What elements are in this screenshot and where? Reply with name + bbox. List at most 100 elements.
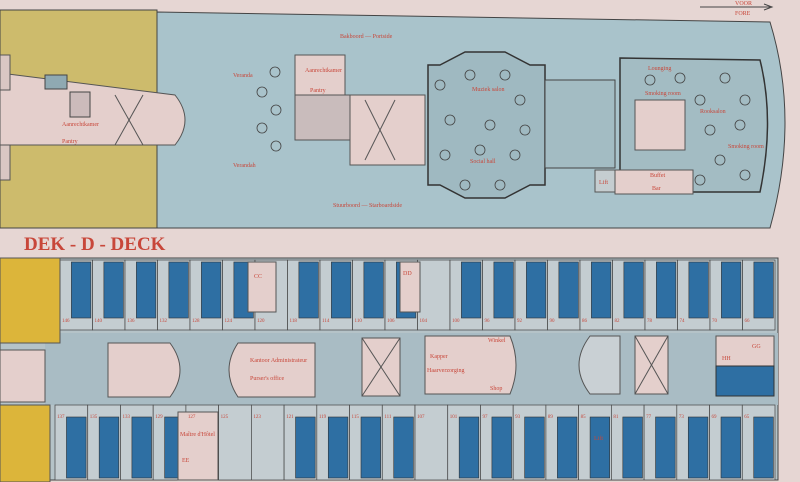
purser-nl-label: Kantoor Administrateur — [250, 358, 307, 364]
cabin-number: 140 — [95, 319, 103, 324]
yellow-cabins — [0, 404, 51, 482]
cabin-number: 135 — [90, 415, 98, 420]
cabin-number: 104 — [420, 319, 428, 324]
cabin-blue-fill — [688, 261, 709, 319]
buffet-label: Buffet — [650, 172, 666, 179]
hatch — [107, 342, 181, 398]
cabin-number: 66 — [745, 319, 751, 324]
upper-deck: Bakboord — Portside Stuurboord — Starboa… — [0, 1, 786, 229]
cabin-blue-fill — [298, 261, 319, 319]
corridor — [349, 94, 426, 166]
lift-label: Lift — [599, 179, 608, 186]
cabin-number: 73 — [679, 415, 685, 420]
stairs — [44, 74, 68, 90]
stair-hall — [578, 335, 621, 395]
table — [644, 74, 656, 86]
cabin-number: 74 — [680, 319, 686, 324]
cabin-number: 125 — [221, 415, 229, 420]
table — [474, 144, 486, 156]
table — [509, 149, 521, 161]
cabin-number: 81 — [613, 415, 619, 420]
table — [714, 154, 726, 166]
table — [444, 114, 456, 126]
stairs — [69, 91, 91, 118]
cabin-number: 97 — [482, 415, 488, 420]
maitre-room — [177, 411, 219, 481]
fore-dutch: VOOR — [735, 1, 752, 7]
cabin-number: 65 — [744, 415, 750, 420]
cabin-blue-fill — [131, 416, 152, 479]
purser-en-label: Purser's office — [250, 375, 284, 382]
cabin-number: 146 — [62, 319, 70, 324]
cabin — [0, 54, 11, 91]
pantry-aft-en: Pantry — [62, 139, 78, 145]
cabin-number: 120 — [257, 319, 265, 324]
cabin — [251, 404, 285, 481]
cabin-blue-fill — [331, 261, 352, 319]
table — [464, 69, 476, 81]
stair-hall — [544, 79, 616, 169]
fore-english: FORE — [735, 11, 751, 17]
cabin-number: 70 — [712, 319, 718, 324]
music-salon — [427, 51, 546, 199]
cabin-number: 133 — [122, 415, 130, 420]
cabin-blue-fill — [591, 261, 612, 319]
cabin-number: 101 — [450, 415, 458, 420]
cabin-blue-fill — [720, 416, 741, 479]
winkel-label: Winkel — [488, 338, 506, 344]
cabin-number: 137 — [57, 415, 65, 420]
cabin — [715, 365, 775, 397]
cabin-number: 114 — [322, 319, 330, 324]
cabin-blue-fill — [360, 416, 381, 479]
lounge — [619, 57, 769, 193]
cabin-blue-fill — [98, 416, 120, 479]
table — [270, 104, 282, 116]
cabin-number: 115 — [352, 415, 360, 420]
cabin-number: 127 — [188, 415, 196, 420]
portside-label: Bakboord — Portside — [340, 34, 393, 40]
room-cc — [247, 261, 277, 313]
cabin-number: 132 — [160, 319, 168, 324]
cabin-blue-fill — [655, 416, 676, 479]
lower-deck: CC DD EE GG HH Kantoor Administrateur Pu… — [0, 257, 779, 482]
cabin-number: 90 — [550, 319, 556, 324]
cabin-number: 128 — [192, 319, 200, 324]
cabin-number: 106 — [387, 319, 395, 324]
smoking-room-label: Smoking room — [645, 91, 681, 97]
table — [256, 122, 268, 134]
music-salon-label: Muziek salon — [472, 87, 505, 93]
cabin-number: 100 — [452, 319, 460, 324]
cabin-blue-fill — [656, 261, 677, 319]
cabin-blue-fill — [461, 261, 482, 319]
cabin-blue-fill — [491, 416, 512, 479]
bar-label: Bar — [652, 186, 661, 192]
cabin-blue-fill — [558, 261, 579, 319]
cabin-blue-fill — [103, 261, 124, 319]
cabin-number: 92 — [517, 319, 523, 324]
table — [739, 94, 751, 106]
cabin-blue-fill — [622, 416, 643, 479]
cabin-number: 124 — [225, 319, 233, 324]
cabin-blue-fill — [393, 416, 414, 479]
deck-title: DEK - D - DECK — [24, 234, 166, 255]
table — [519, 124, 531, 136]
table — [704, 124, 716, 136]
yellow-cabins — [0, 257, 61, 344]
cabin-number: 78 — [647, 319, 653, 324]
room-dd-label: DD — [403, 271, 412, 277]
barber-shop — [424, 335, 517, 395]
cabin-blue-fill — [168, 261, 189, 319]
smoking-room-2-label: Smoking room — [728, 144, 764, 150]
cabin-number: 85 — [581, 415, 587, 420]
table — [434, 79, 446, 91]
cabin-number: 111 — [384, 415, 392, 420]
starboard-label: Stuurboord — Starboardside — [333, 203, 402, 209]
shop-label: Shop — [490, 386, 502, 392]
verandah-label: Verandah — [233, 163, 256, 169]
cabin-blue-fill — [753, 261, 774, 319]
table — [494, 179, 506, 191]
cabin-blue-fill — [458, 416, 480, 479]
cabin-blue-fill — [589, 416, 611, 479]
cabin-blue-fill — [327, 416, 349, 479]
lift-label: Lift — [594, 435, 603, 442]
